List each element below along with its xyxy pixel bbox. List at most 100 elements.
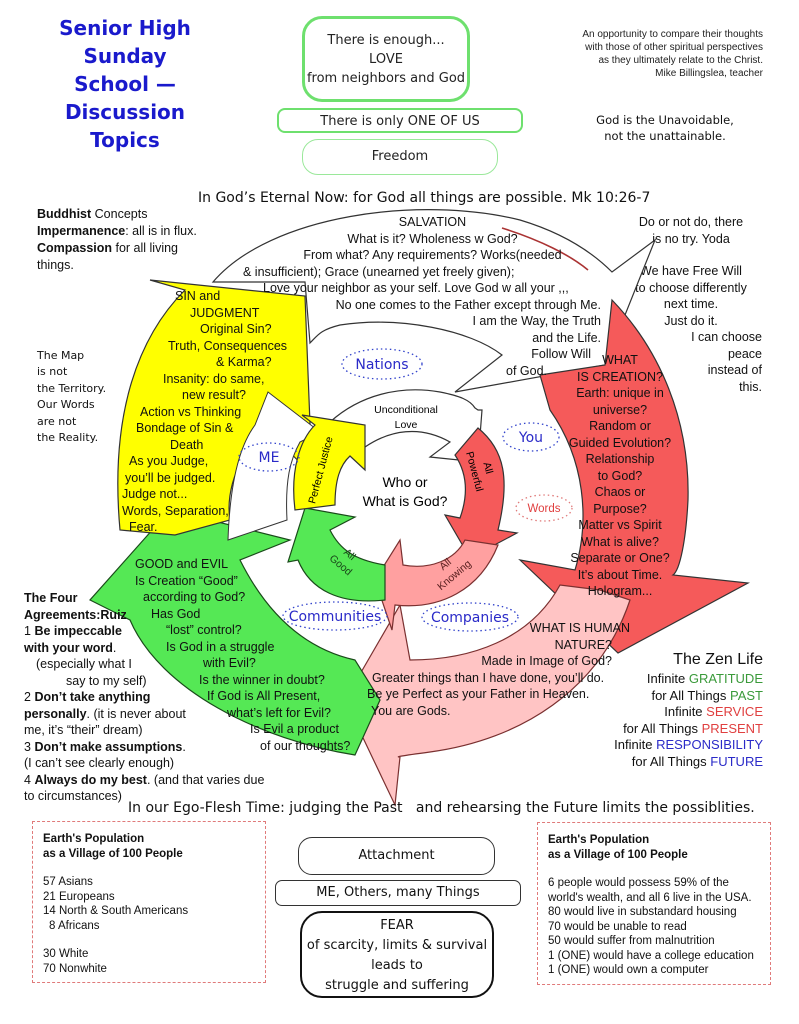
creation-line: to God?: [597, 468, 643, 483]
title-line: School — Discussion: [64, 72, 186, 124]
box-line: FEAR: [380, 918, 414, 933]
note-line: are not: [37, 414, 77, 428]
salvation-line: Follow Will: [531, 347, 591, 361]
companies-bubble: [421, 602, 519, 632]
one-of-us-box: There is only ONE OF US: [277, 108, 523, 133]
zen-line: Infinite SERVICE: [664, 704, 763, 719]
zen-life: The Zen Life Infinite GRATITUDE for All …: [614, 650, 763, 770]
good-evil-line: what’s left for Evil?: [227, 705, 331, 720]
agreement-line: (especially what I: [36, 657, 132, 671]
note-line: the Territory.: [37, 381, 107, 395]
title-line: Senior High Sunday: [59, 16, 191, 68]
zen-title: The Zen Life: [673, 651, 763, 668]
companies-label: Companies: [431, 610, 509, 626]
sin-judgment-text: SIN and JUDGMENT Original Sin? Truth, Co…: [120, 288, 310, 536]
sin-judgment-arrow: [117, 279, 313, 536]
good-evil-line: If God is All Present,: [207, 689, 321, 703]
spacer: [43, 933, 255, 947]
note-line: We have Free Will: [640, 264, 742, 278]
human-line: Greater things than I have done, you’ll …: [372, 670, 605, 685]
box-line: There is only ONE OF US: [320, 114, 480, 129]
box-line: from neighbors and God: [306, 71, 466, 86]
good-evil-arrow: [89, 509, 381, 756]
sin-line: & Karma?: [216, 355, 272, 369]
salvation-line: No one comes to the Father except throug…: [335, 297, 601, 312]
zen-line: Infinite RESPONSIBILITY: [614, 737, 763, 752]
me-bubble: [238, 442, 300, 472]
creation-line: Guided Evolution?: [568, 435, 672, 450]
sin-line: SIN and: [175, 289, 221, 303]
human-line: You are Gods.: [371, 703, 451, 718]
zen-line: for All Things FUTURE: [631, 753, 763, 769]
all-good-arrow: [287, 507, 386, 602]
salvation-text: SALVATION What is it? Wholeness w God? F…: [230, 214, 605, 379]
communities-bubble: [282, 601, 388, 631]
note-line: as they ultimately relate to the Christ.: [598, 55, 763, 66]
creation-line: Random or: [589, 419, 651, 433]
center-question: What is God?: [363, 493, 448, 509]
note-line: Just do it.: [664, 313, 718, 328]
spacer: [548, 862, 760, 876]
sin-line: Original Sin?: [200, 322, 272, 336]
population-line: 70 would be unable to read: [548, 920, 687, 933]
spacer: [43, 861, 255, 875]
note-line: I can choose: [691, 330, 762, 344]
buddhist-line: Buddhist Concepts: [37, 207, 148, 221]
zen-line: for All Things PAST: [651, 687, 763, 703]
human-nature-arrow: [344, 584, 631, 808]
good-evil-line: Is Creation “Good”: [135, 573, 238, 588]
words-label: Words: [527, 503, 560, 515]
human-line: Made in Image of God?: [481, 654, 612, 668]
creation-line: Relationship: [585, 452, 655, 466]
ego-time-caption: In our Ego-Flesh Time: judging the Past …: [128, 800, 755, 816]
buddhist-line: Impermanence: all is in flux.: [37, 224, 197, 238]
good-evil-line: Has God: [151, 606, 201, 621]
note-line: is not: [37, 365, 68, 379]
box-line: leads to: [371, 958, 423, 973]
note-line: instead of: [707, 363, 762, 377]
creation-line: IS CREATION?: [577, 369, 663, 384]
population-heading: Earth's Population: [43, 833, 145, 845]
population-box-right: Earth's Population as a Village of 100 P…: [537, 822, 771, 985]
box-line: Attachment: [358, 848, 435, 863]
note-line: the Reality.: [37, 431, 99, 445]
sin-line: you’ll be judged.: [125, 470, 216, 485]
sin-line: JUDGMENT: [190, 305, 260, 320]
me-label: ME: [259, 450, 280, 466]
sin-line: Death: [170, 437, 204, 452]
title-line: Topics: [90, 128, 160, 152]
note-line: God is the Unavoidable,: [596, 113, 734, 127]
box-line: of scarcity, limits & survival: [306, 938, 488, 953]
population-line: 6 people would possess 59% of the: [548, 877, 729, 889]
yoda-note: Do or not do, there is no try. Yoda We h…: [620, 214, 762, 395]
salvation-line: Love your neighbor as your self. Love Go…: [263, 281, 569, 295]
salvation-arrow-edge: [501, 227, 589, 271]
nations-bubble: [341, 348, 423, 380]
human-line: Be ye Perfect as your Father in Heaven.: [367, 687, 590, 701]
box-line: LOVE: [369, 52, 403, 67]
salvation-line: and the Life.: [532, 330, 601, 345]
unconditional-love-label: Unconditional: [374, 404, 438, 416]
creation-line: Purpose?: [593, 501, 647, 516]
box-line: ME, Others, many Things: [316, 885, 480, 900]
creation-line: What is alive?: [581, 534, 659, 549]
agreements-title: The Four: [24, 591, 78, 605]
creation-line: It’s about Time.: [577, 567, 663, 582]
nations-label: Nations: [355, 357, 408, 373]
good-evil-line: “lost” control?: [166, 623, 242, 637]
agreement-line: with your word.: [24, 640, 117, 655]
sin-line: Truth, Consequences: [168, 338, 288, 353]
agreement-line: personally. (it is never about: [24, 706, 186, 721]
creation-line: Hologram...: [587, 584, 653, 598]
creation-line: universe?: [592, 402, 648, 417]
me-others-box: ME, Others, many Things: [275, 880, 521, 906]
sin-line: Fear.: [129, 520, 158, 534]
box-line: struggle and suffering: [325, 978, 469, 993]
fear-box: FEAR of scarcity, limits & survival lead…: [300, 911, 494, 998]
note-line: An opportunity to compare their thoughts: [582, 29, 763, 40]
note-line: Mike Billingslea, teacher: [655, 68, 763, 79]
population-line: 1 (ONE) would own a computer: [548, 964, 709, 976]
good-evil-text: GOOD and EVIL Is Creation “Good” accordi…: [135, 556, 365, 754]
unconditional-love-arrow: [329, 389, 483, 463]
